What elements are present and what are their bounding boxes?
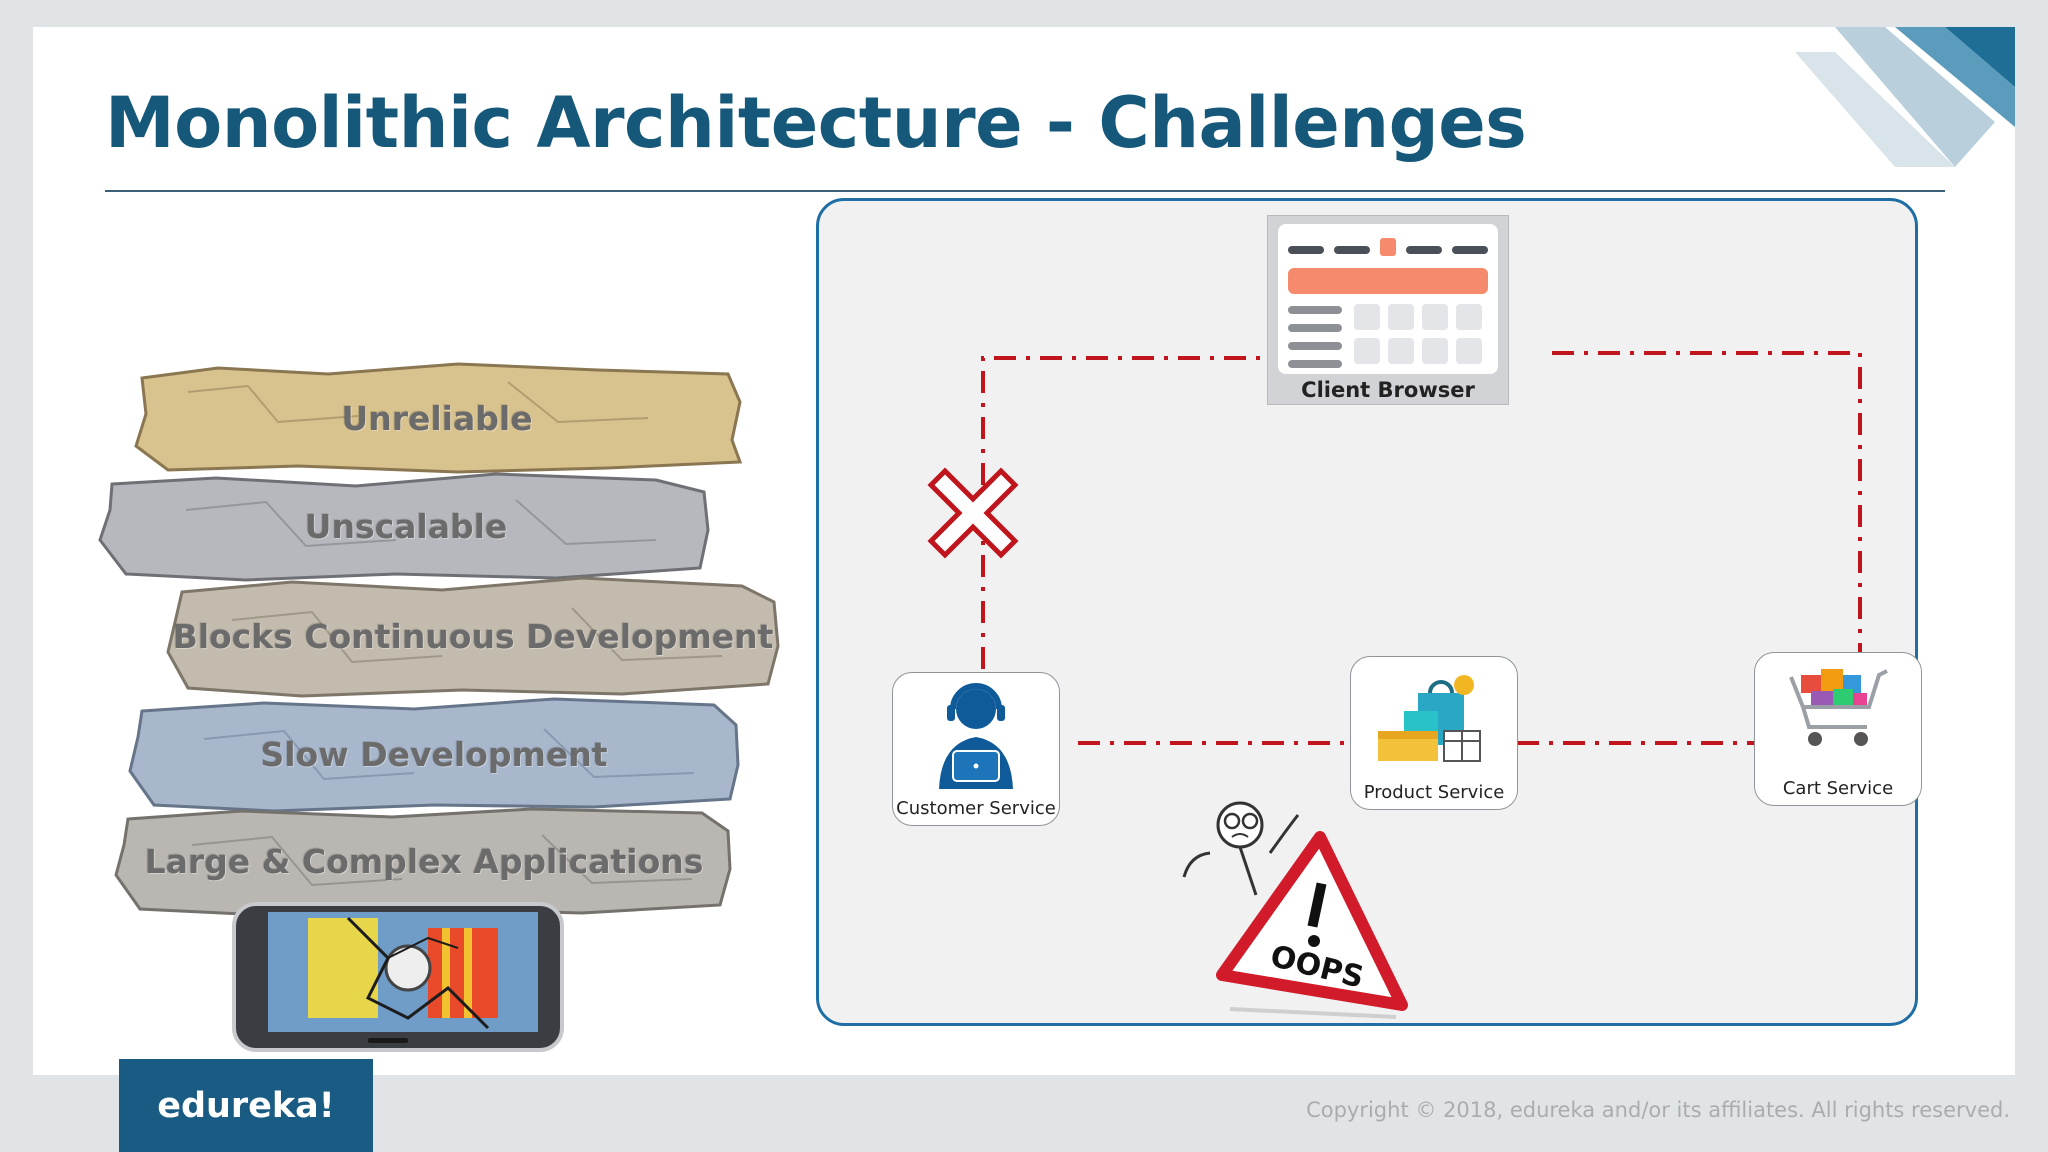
client-browser-node: Client Browser — [1267, 215, 1509, 405]
challenge-plank: Unreliable — [128, 362, 746, 474]
browser-window-icon — [1278, 224, 1498, 374]
link-browser-cart — [1552, 351, 1862, 652]
warning-triangle-icon: OOPS — [1182, 801, 1408, 1019]
challenge-label: Unscalable — [304, 506, 508, 546]
corner-decoration — [1795, 27, 2015, 167]
product-service-label: Product Service — [1363, 782, 1505, 803]
crushed-phone-icon — [232, 902, 564, 1052]
cart-service-label: Cart Service — [1782, 778, 1894, 799]
product-service-node: Product Service — [1350, 656, 1518, 810]
edureka-logo: edureka! — [119, 1059, 373, 1152]
challenge-plank: Unscalable — [96, 470, 716, 582]
red-x-icon — [927, 467, 1019, 559]
customer-service-node: Customer Service — [892, 672, 1060, 826]
customer-service-label: Customer Service — [896, 798, 1056, 819]
page-title: Monolithic Architecture - Challenges — [105, 82, 1527, 164]
cart-service-node: Cart Service — [1754, 652, 1922, 806]
support-agent-icon — [939, 683, 1013, 789]
challenge-plank: Slow Development — [124, 695, 744, 813]
copyright-text: Copyright © 2018, edureka and/or its aff… — [1306, 1098, 2010, 1122]
title-divider — [105, 190, 1945, 192]
challenge-label: Blocks Continuous Development — [172, 616, 774, 656]
challenge-label: Large & Complex Applications — [144, 841, 704, 881]
shopping-cart-icon — [1789, 669, 1888, 746]
challenge-plank: Large & Complex Applications — [112, 805, 736, 917]
client-browser-label: Client Browser — [1301, 378, 1475, 402]
shopping-bags-icon — [1378, 675, 1481, 762]
link-browser-customer — [981, 356, 1292, 672]
challenge-label: Slow Development — [260, 734, 608, 774]
challenge-plank: Blocks Continuous Development — [162, 572, 784, 700]
challenge-label: Unreliable — [341, 398, 533, 438]
